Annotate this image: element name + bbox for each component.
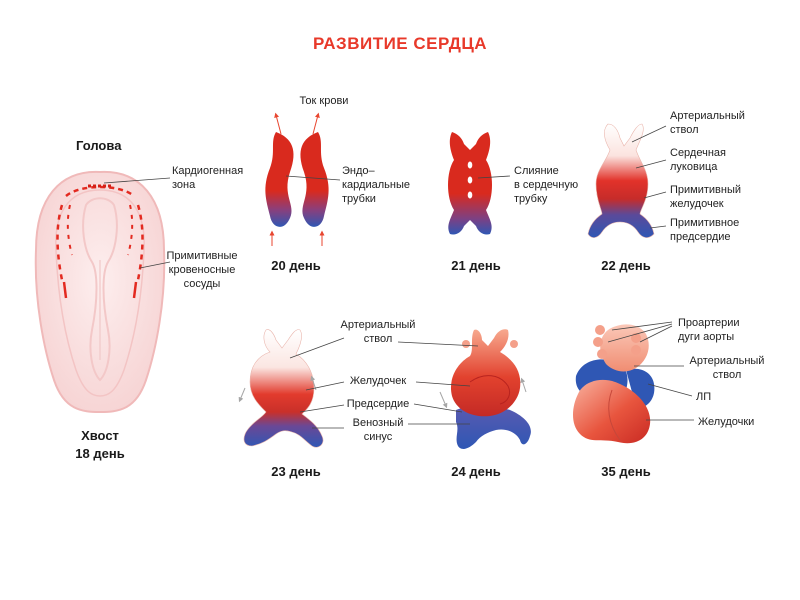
day-24-label: 24 день bbox=[451, 464, 501, 479]
head-label: Голова bbox=[76, 138, 122, 153]
day23-trunk-label: Артериальный ствол bbox=[340, 319, 416, 345]
day35-trunk-label: Артериальный ствол bbox=[689, 355, 765, 381]
heart-24-day bbox=[397, 329, 531, 449]
day-18-label: 18 день bbox=[75, 446, 125, 461]
heart-22-day bbox=[587, 123, 667, 238]
embryo-18-day bbox=[34, 170, 171, 414]
lp-label: ЛП bbox=[696, 391, 712, 403]
day22-trunk-label: Артериальный ствол bbox=[670, 110, 745, 136]
heart-23-day bbox=[238, 329, 345, 448]
cardiogenic-zone-label: Кардиогенная зона bbox=[172, 165, 244, 191]
day-23-label: 23 день bbox=[271, 464, 321, 479]
day-20-label: 20 день bbox=[271, 258, 321, 273]
day22-ventricle-label: Примитивный желудочек bbox=[670, 184, 742, 210]
day22-atrium-label: Примитивное предсердие bbox=[670, 217, 740, 243]
blood-flow-label: Ток крови bbox=[299, 95, 349, 107]
proarteries-label: Проартерии дуги аорты bbox=[678, 317, 740, 343]
atrium-label: Предсердие bbox=[346, 398, 410, 410]
day-21-label: 21 день bbox=[451, 258, 501, 273]
day-35-label: 35 день bbox=[601, 464, 651, 479]
heart-20-day bbox=[265, 112, 341, 246]
day-22-label: 22 день bbox=[601, 258, 651, 273]
primitive-vessels-label: Примитивные кровеносные сосуды bbox=[166, 250, 238, 290]
ventricle-label: Желудочек bbox=[349, 375, 407, 387]
day22-bulb-label: Сердечная луковица bbox=[670, 147, 726, 173]
figure-title: РАЗВИТИЕ СЕРДЦА bbox=[312, 34, 488, 53]
venous-sinus-label: Венозный синус bbox=[352, 417, 404, 443]
heart-35-day bbox=[573, 321, 694, 444]
endocardial-tubes-label: Эндо– кардиальные трубки bbox=[342, 165, 410, 205]
ventricles-label: Желудочки bbox=[698, 416, 755, 428]
tail-label: Хвост bbox=[81, 428, 119, 443]
heart-21-day bbox=[448, 132, 511, 235]
fusion-label: Слияние в сердечную трубку bbox=[514, 165, 579, 205]
